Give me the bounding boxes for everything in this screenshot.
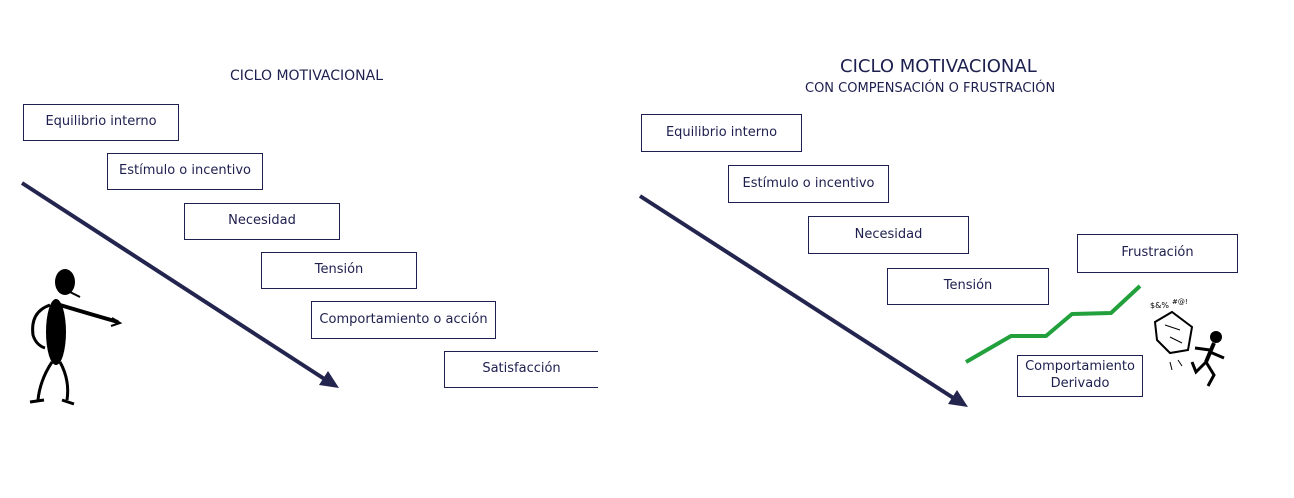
right-frustracion-box: Frustración	[1077, 234, 1238, 273]
pointing-figure-icon	[29, 269, 123, 406]
left-step-necesidad: Necesidad	[184, 203, 340, 240]
left-step-equilibrio: Equilibrio interno	[23, 104, 179, 141]
left-step-comportamiento: Comportamiento o acción	[311, 301, 496, 339]
svg-text:$&%: $&%	[1150, 301, 1169, 310]
left-step-tension: Tensión	[261, 252, 417, 289]
left-descending-arrow	[20, 181, 339, 388]
compensation-line	[964, 284, 1142, 364]
svg-text:#@!: #@!	[1172, 298, 1188, 306]
right-step-tension: Tensión	[887, 268, 1049, 305]
right-step-equilibrio: Equilibrio interno	[641, 114, 802, 152]
frustrated-figure-icon: $&% #@!	[1150, 298, 1225, 387]
right-subtitle: CON COMPENSACIÓN O FRUSTRACIÓN	[805, 81, 1056, 96]
right-descending-arrow	[638, 194, 968, 407]
left-step-satisfaccion: Satisfacción	[444, 351, 598, 388]
right-title: CICLO MOTIVACIONAL	[840, 56, 1037, 77]
left-step-estimulo: Estímulo o incentivo	[107, 153, 263, 190]
right-step-necesidad: Necesidad	[808, 216, 969, 254]
left-title: CICLO MOTIVACIONAL	[230, 68, 384, 84]
right-step-estimulo: Estímulo o incentivo	[728, 165, 889, 203]
right-comportamiento-derivado-box: Comportamiento Derivado	[1017, 355, 1143, 397]
